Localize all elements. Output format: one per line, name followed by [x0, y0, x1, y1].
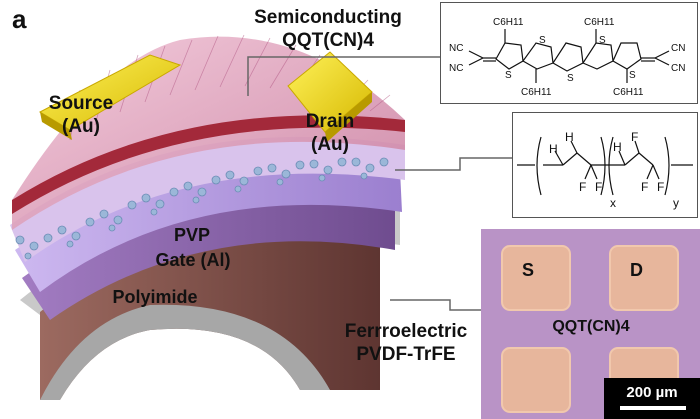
qqt-cn-top: CN	[671, 43, 685, 54]
polyimide-label: Polyimide	[112, 287, 198, 307]
pvdf-f-4: F	[641, 180, 648, 194]
qqt-nc-bottom: NC	[449, 63, 463, 74]
drain-line2: (Au)	[311, 133, 349, 155]
scale-bar-line	[620, 406, 686, 410]
micrograph-d-label: D	[630, 260, 643, 280]
semiconducting-label: Semiconducting QQT(CN)4	[228, 8, 428, 51]
qqt-sulfur-3: S	[567, 73, 574, 84]
pvdf-layer	[10, 136, 405, 262]
qqt-hexyl-top-2: C6H11	[584, 17, 615, 28]
pvp-layer	[15, 161, 402, 292]
qqt-sulfur-1: S	[505, 70, 512, 81]
qqt-sulfur-4: S	[599, 35, 606, 46]
scale-bar-label: 200 µm	[626, 384, 678, 401]
ferroelectric-label: Ferrroelectric PVDF-TrFE	[328, 322, 484, 365]
ferroelectric-line2: PVDF-TrFE	[356, 343, 456, 365]
semiconducting-line2: QQT(CN)4	[282, 29, 374, 51]
micrograph-pad-bottom-left	[501, 347, 571, 413]
pvdf-chains	[15, 157, 389, 260]
qqt-sulfur-2: S	[539, 35, 546, 46]
drain-electrode-face	[325, 92, 372, 142]
source-line1: Source	[48, 93, 114, 114]
qqt-nc-top: NC	[449, 43, 463, 54]
drain-label: Drain (Au)	[290, 112, 370, 155]
panel-label: a	[12, 4, 27, 34]
ferroelectric-line1: Ferrroelectric	[344, 321, 468, 342]
pvdf-f-5: F	[657, 180, 664, 194]
pvdf-structure-box: H H F F H F F F x y	[512, 112, 698, 218]
micrograph-pad-drain	[609, 245, 679, 311]
leader-lines	[247, 56, 512, 311]
source-line2: (Au)	[62, 115, 100, 137]
qqt-structure-box: NC NC CN CN S S S S S C6H11 C6H11 C6H11 …	[440, 2, 698, 104]
source-electrode-face	[40, 112, 72, 140]
qqt-hexyl-bottom-1: C6H11	[521, 87, 552, 98]
pvdf-f-2: F	[595, 180, 602, 194]
pvdf-h-1: H	[549, 142, 558, 156]
substrate-edge-grey	[40, 304, 330, 400]
qqt-hexyl-bottom-2: C6H11	[613, 87, 644, 98]
pvdf-subscript-x: x	[610, 196, 616, 210]
pvdf-h-3: H	[613, 140, 622, 154]
semiconducting-line1: Semiconducting	[254, 7, 402, 28]
scale-bar: 200 µm	[604, 378, 700, 419]
qqt-cn-bottom: CN	[671, 63, 685, 74]
pvdf-h-2: H	[565, 130, 574, 144]
micrograph-s-label: S	[522, 260, 535, 280]
pvp-label: PVP	[173, 225, 211, 245]
gate-layer	[22, 186, 395, 320]
micrograph-material-label: QQT(CN)4	[552, 318, 630, 335]
source-label: Source (Au)	[36, 94, 126, 137]
qqt-hexyl-top-1: C6H11	[493, 17, 524, 28]
film-edge	[12, 115, 405, 214]
qqt-sulfur-5: S	[629, 70, 636, 81]
micrograph-pad-source	[501, 245, 571, 311]
pvdf-f-3: F	[631, 130, 638, 144]
pvdf-structure: H H F F H F F F x y	[517, 130, 693, 210]
pvdf-f-1: F	[579, 180, 586, 194]
drain-line1: Drain	[305, 111, 355, 132]
qqt-structure: NC NC CN CN S S S S S C6H11 C6H11 C6H11 …	[449, 17, 685, 98]
pvdf-subscript-y: y	[673, 196, 679, 210]
gate-label: Gate (Al)	[155, 250, 231, 270]
